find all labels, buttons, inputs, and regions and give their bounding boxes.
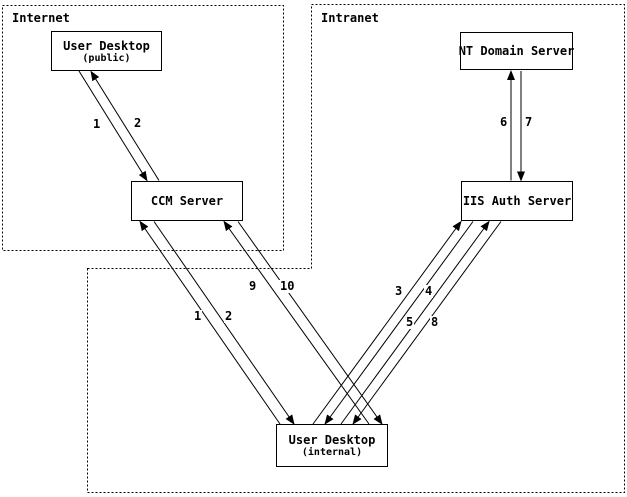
node-user-desktop-internal-title: User Desktop: [288, 433, 376, 447]
intranet-zone-outline: [87, 4, 625, 493]
flow-label-ccm-internal-10: 10: [279, 279, 296, 293]
flow-label-ccm-internal-2: 2: [224, 309, 234, 323]
flow-label-internet-2: 2: [133, 116, 143, 130]
node-nt-domain-server: NT Domain Server: [458, 32, 575, 70]
node-user-desktop-public: User Desktop (public): [51, 31, 162, 71]
flow-label-nt-iis-6: 6: [499, 115, 509, 129]
node-ccm-server: CCM Server: [131, 181, 243, 221]
zone-label-intranet: Intranet: [321, 11, 379, 25]
arrow-flow-8-iis-to-internal: [352, 221, 502, 425]
flow-label-iis-internal-5: 5: [405, 315, 415, 329]
flow-label-ccm-internal-1: 1: [193, 309, 203, 323]
arrow-flow-1-internal-to-ccm: [139, 220, 281, 425]
node-nt-domain-server-title: NT Domain Server: [458, 44, 575, 58]
flow-label-nt-iis-7: 7: [524, 115, 534, 129]
node-user-desktop-internal-subtitle: (internal): [301, 447, 363, 458]
flow-label-internet-1: 1: [92, 117, 102, 131]
arrow-flow-5-internal-to-iis: [340, 220, 490, 425]
flow-label-iis-internal-4: 4: [424, 284, 434, 298]
arrow-flow-10-ccm-to-internal: [237, 221, 383, 425]
zone-label-internet: Internet: [12, 11, 70, 25]
node-user-desktop-internal: User Desktop (internal): [276, 424, 388, 467]
node-ccm-server-title: CCM Server: [150, 194, 224, 208]
node-user-desktop-public-subtitle: (public): [82, 52, 131, 64]
flow-label-iis-internal-8: 8: [430, 315, 440, 329]
node-iis-auth-server: IIS Auth Server: [461, 181, 573, 221]
node-user-desktop-public-title: User Desktop: [63, 38, 150, 53]
arrow-flow-4-iis-to-internal: [324, 221, 474, 425]
arrow-flow-9-internal-to-ccm: [223, 220, 370, 425]
node-iis-auth-server-title: IIS Auth Server: [462, 194, 572, 208]
flow-label-ccm-internal-9: 9: [248, 279, 258, 293]
flow-label-iis-internal-3: 3: [394, 284, 404, 298]
